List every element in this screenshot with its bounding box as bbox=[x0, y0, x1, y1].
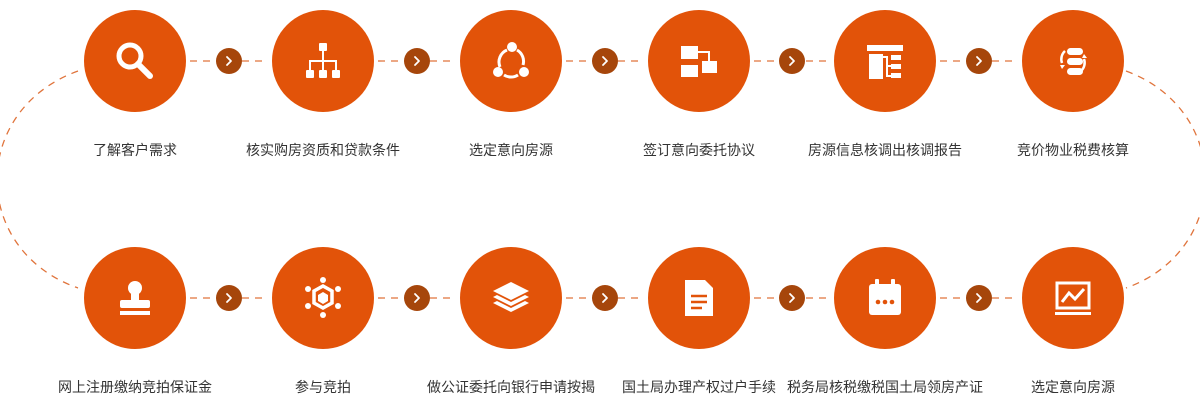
line-chart-icon bbox=[1022, 247, 1124, 349]
search-icon bbox=[84, 10, 186, 112]
step-label: 做公证委托向银行申请按揭 bbox=[427, 380, 595, 396]
step-label: 网上注册缴纳竞拍保证金 bbox=[58, 380, 212, 396]
stamp-icon bbox=[84, 247, 186, 349]
chevron-right-icon bbox=[404, 285, 430, 311]
step-label: 国土局办理产权过户手续 bbox=[622, 380, 776, 396]
cycle-blocks-icon bbox=[1022, 10, 1124, 112]
step-label: 选定意向房源 bbox=[469, 143, 553, 159]
chevron-right-icon bbox=[216, 48, 242, 74]
hierarchy-icon bbox=[272, 10, 374, 112]
chevron-right-icon bbox=[592, 285, 618, 311]
calendar-icon bbox=[834, 247, 936, 349]
hexagon-network-icon bbox=[272, 247, 374, 349]
chevron-right-icon bbox=[779, 285, 805, 311]
step-label: 签订意向委托协议 bbox=[643, 143, 755, 159]
step-label: 了解客户需求 bbox=[93, 143, 177, 159]
document-icon bbox=[648, 247, 750, 349]
chevron-right-icon bbox=[592, 48, 618, 74]
chevron-right-icon bbox=[216, 285, 242, 311]
step-label: 核实购房资质和贷款条件 bbox=[246, 143, 400, 159]
step-label: 选定意向房源 bbox=[1031, 380, 1115, 396]
tree-structure-icon bbox=[834, 10, 936, 112]
loop-connector-right bbox=[1125, 70, 1200, 289]
share-nodes-icon bbox=[460, 10, 562, 112]
step-label: 税务局核税缴税国土局领房产证 bbox=[787, 380, 983, 396]
layers-icon bbox=[460, 247, 562, 349]
step-label: 竞价物业税费核算 bbox=[1017, 143, 1129, 159]
chevron-right-icon bbox=[966, 285, 992, 311]
chevron-right-icon bbox=[966, 48, 992, 74]
chevron-right-icon bbox=[779, 48, 805, 74]
step-label: 房源信息核调出核调报告 bbox=[808, 143, 962, 159]
loop-connector-left bbox=[0, 70, 79, 289]
step-label: 参与竞拍 bbox=[295, 380, 351, 396]
flow-blocks-icon bbox=[648, 10, 750, 112]
chevron-right-icon bbox=[404, 48, 430, 74]
